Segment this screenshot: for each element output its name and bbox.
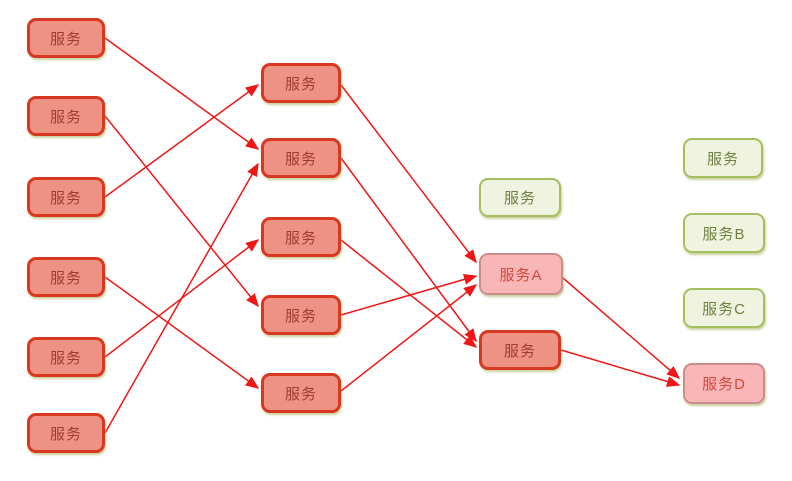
edge-l1-to-m2 bbox=[104, 37, 260, 150]
edge-r-to-f4 bbox=[560, 349, 681, 387]
service-node-g1[interactable]: 服务 bbox=[479, 178, 561, 217]
service-node-m5[interactable]: 服务 bbox=[261, 373, 341, 413]
service-node-f4[interactable]: 服务D bbox=[683, 363, 765, 404]
edge-l3-to-m1 bbox=[104, 84, 260, 198]
service-node-a[interactable]: 服务A bbox=[479, 253, 563, 295]
edge-l4-to-m5 bbox=[104, 276, 260, 389]
service-node-m1[interactable]: 服务 bbox=[261, 63, 341, 103]
node-label: 服务 bbox=[49, 425, 82, 443]
edge-m2-to-r bbox=[340, 157, 477, 343]
service-node-l5[interactable]: 服务 bbox=[27, 337, 105, 377]
service-node-f3[interactable]: 服务C bbox=[683, 288, 765, 328]
service-node-r[interactable]: 服务 bbox=[479, 330, 561, 370]
service-node-f1[interactable]: 服务 bbox=[683, 138, 763, 178]
node-label: 服务 bbox=[49, 108, 82, 126]
node-label: 服务 bbox=[503, 342, 536, 360]
service-node-l6[interactable]: 服务 bbox=[27, 413, 105, 453]
edge-l2-to-m4 bbox=[104, 115, 259, 308]
edge-a-to-f4 bbox=[562, 277, 681, 379]
node-label: 服务B bbox=[702, 225, 746, 243]
edge-m3-to-r bbox=[340, 239, 478, 348]
node-label: 服务 bbox=[284, 150, 317, 168]
service-node-f2[interactable]: 服务B bbox=[683, 213, 765, 253]
service-node-m2[interactable]: 服务 bbox=[261, 138, 341, 178]
node-label: 服务 bbox=[49, 30, 82, 48]
edge-m1-to-a bbox=[340, 84, 477, 264]
edge-l6-to-m2 bbox=[104, 162, 259, 434]
node-label: 服务 bbox=[284, 307, 317, 325]
node-label: 服务 bbox=[49, 269, 82, 287]
node-label: 服务D bbox=[702, 376, 746, 393]
service-node-l4[interactable]: 服务 bbox=[27, 257, 105, 297]
node-label: 服务 bbox=[503, 190, 536, 207]
edge-m4-to-a bbox=[340, 274, 478, 316]
node-label: 服务 bbox=[49, 349, 82, 367]
node-label: 服务 bbox=[284, 229, 317, 247]
service-node-l1[interactable]: 服务 bbox=[27, 18, 105, 58]
node-label: 服务 bbox=[706, 150, 739, 168]
service-node-l3[interactable]: 服务 bbox=[27, 177, 105, 217]
service-node-m4[interactable]: 服务 bbox=[261, 295, 341, 335]
node-label: 服务 bbox=[49, 189, 82, 207]
service-node-l2[interactable]: 服务 bbox=[27, 96, 105, 136]
node-label: 服务A bbox=[499, 266, 543, 284]
node-label: 服务 bbox=[284, 385, 317, 403]
edge-m5-to-a bbox=[340, 284, 478, 392]
node-label: 服务 bbox=[284, 75, 317, 93]
node-label: 服务C bbox=[702, 300, 746, 318]
service-node-m3[interactable]: 服务 bbox=[261, 217, 341, 257]
